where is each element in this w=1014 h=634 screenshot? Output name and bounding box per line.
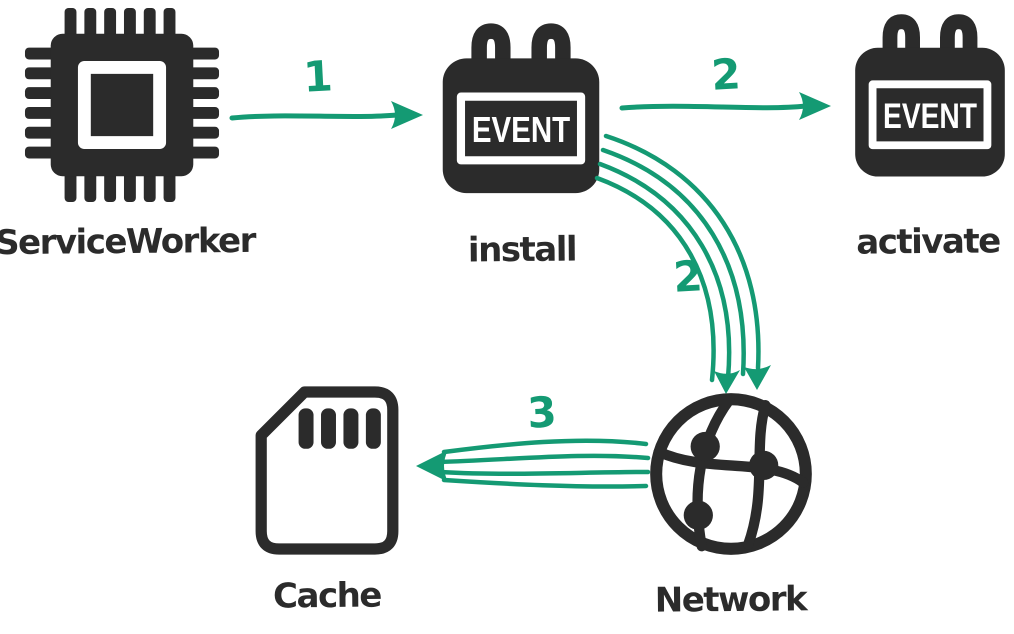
card-pin xyxy=(321,408,336,449)
edge-number-3: 3 xyxy=(526,387,558,438)
network-label: Network xyxy=(654,579,807,621)
calendar-ring xyxy=(882,14,920,63)
install-label: install xyxy=(467,229,577,271)
sd-card-icon xyxy=(255,386,399,555)
card-pin xyxy=(343,408,359,449)
network-node-dot xyxy=(749,450,779,481)
event-calendar-icon-activate: EVENT xyxy=(855,14,1005,177)
cpu-core xyxy=(77,60,167,150)
arrow-network-to-cache xyxy=(416,438,651,489)
edge-number-2-top: 2 xyxy=(710,49,742,100)
activate-label: activate xyxy=(856,221,1000,263)
arrow-install-to-activate xyxy=(619,92,831,120)
event-badge-text: EVENT xyxy=(472,109,570,150)
cpu-chip-icon xyxy=(24,7,220,203)
arrowhead xyxy=(416,450,448,482)
card-outline xyxy=(255,386,399,555)
cpu-body xyxy=(50,33,194,177)
event-badge-text: EVENT xyxy=(883,97,977,136)
globe-parallel xyxy=(653,446,809,488)
cache-label: Cache xyxy=(272,575,382,617)
arrowhead xyxy=(391,101,423,129)
arrowhead xyxy=(714,370,740,394)
arrow-sw-to-install xyxy=(229,101,423,129)
card-pin xyxy=(298,408,314,449)
arrowhead xyxy=(744,365,771,390)
calendar-frame xyxy=(868,80,992,150)
edge-number-1: 1 xyxy=(302,51,334,102)
calendar-ring xyxy=(940,14,978,63)
arrowhead xyxy=(799,92,831,120)
service-worker-label: ServiceWorker xyxy=(0,220,256,264)
arrow-install-to-network xyxy=(594,133,771,394)
calendar-frame xyxy=(456,92,586,165)
network-node-dot xyxy=(690,431,720,462)
calendar-ring xyxy=(531,23,571,74)
globe-network-icon xyxy=(650,393,812,555)
event-calendar-icon-install: EVENT xyxy=(442,23,600,194)
card-pin xyxy=(365,408,381,449)
edge-number-2-curve: 2 xyxy=(672,251,704,302)
calendar-ring xyxy=(471,23,511,74)
cpu-pins xyxy=(24,7,220,203)
network-node-dot xyxy=(683,500,713,530)
